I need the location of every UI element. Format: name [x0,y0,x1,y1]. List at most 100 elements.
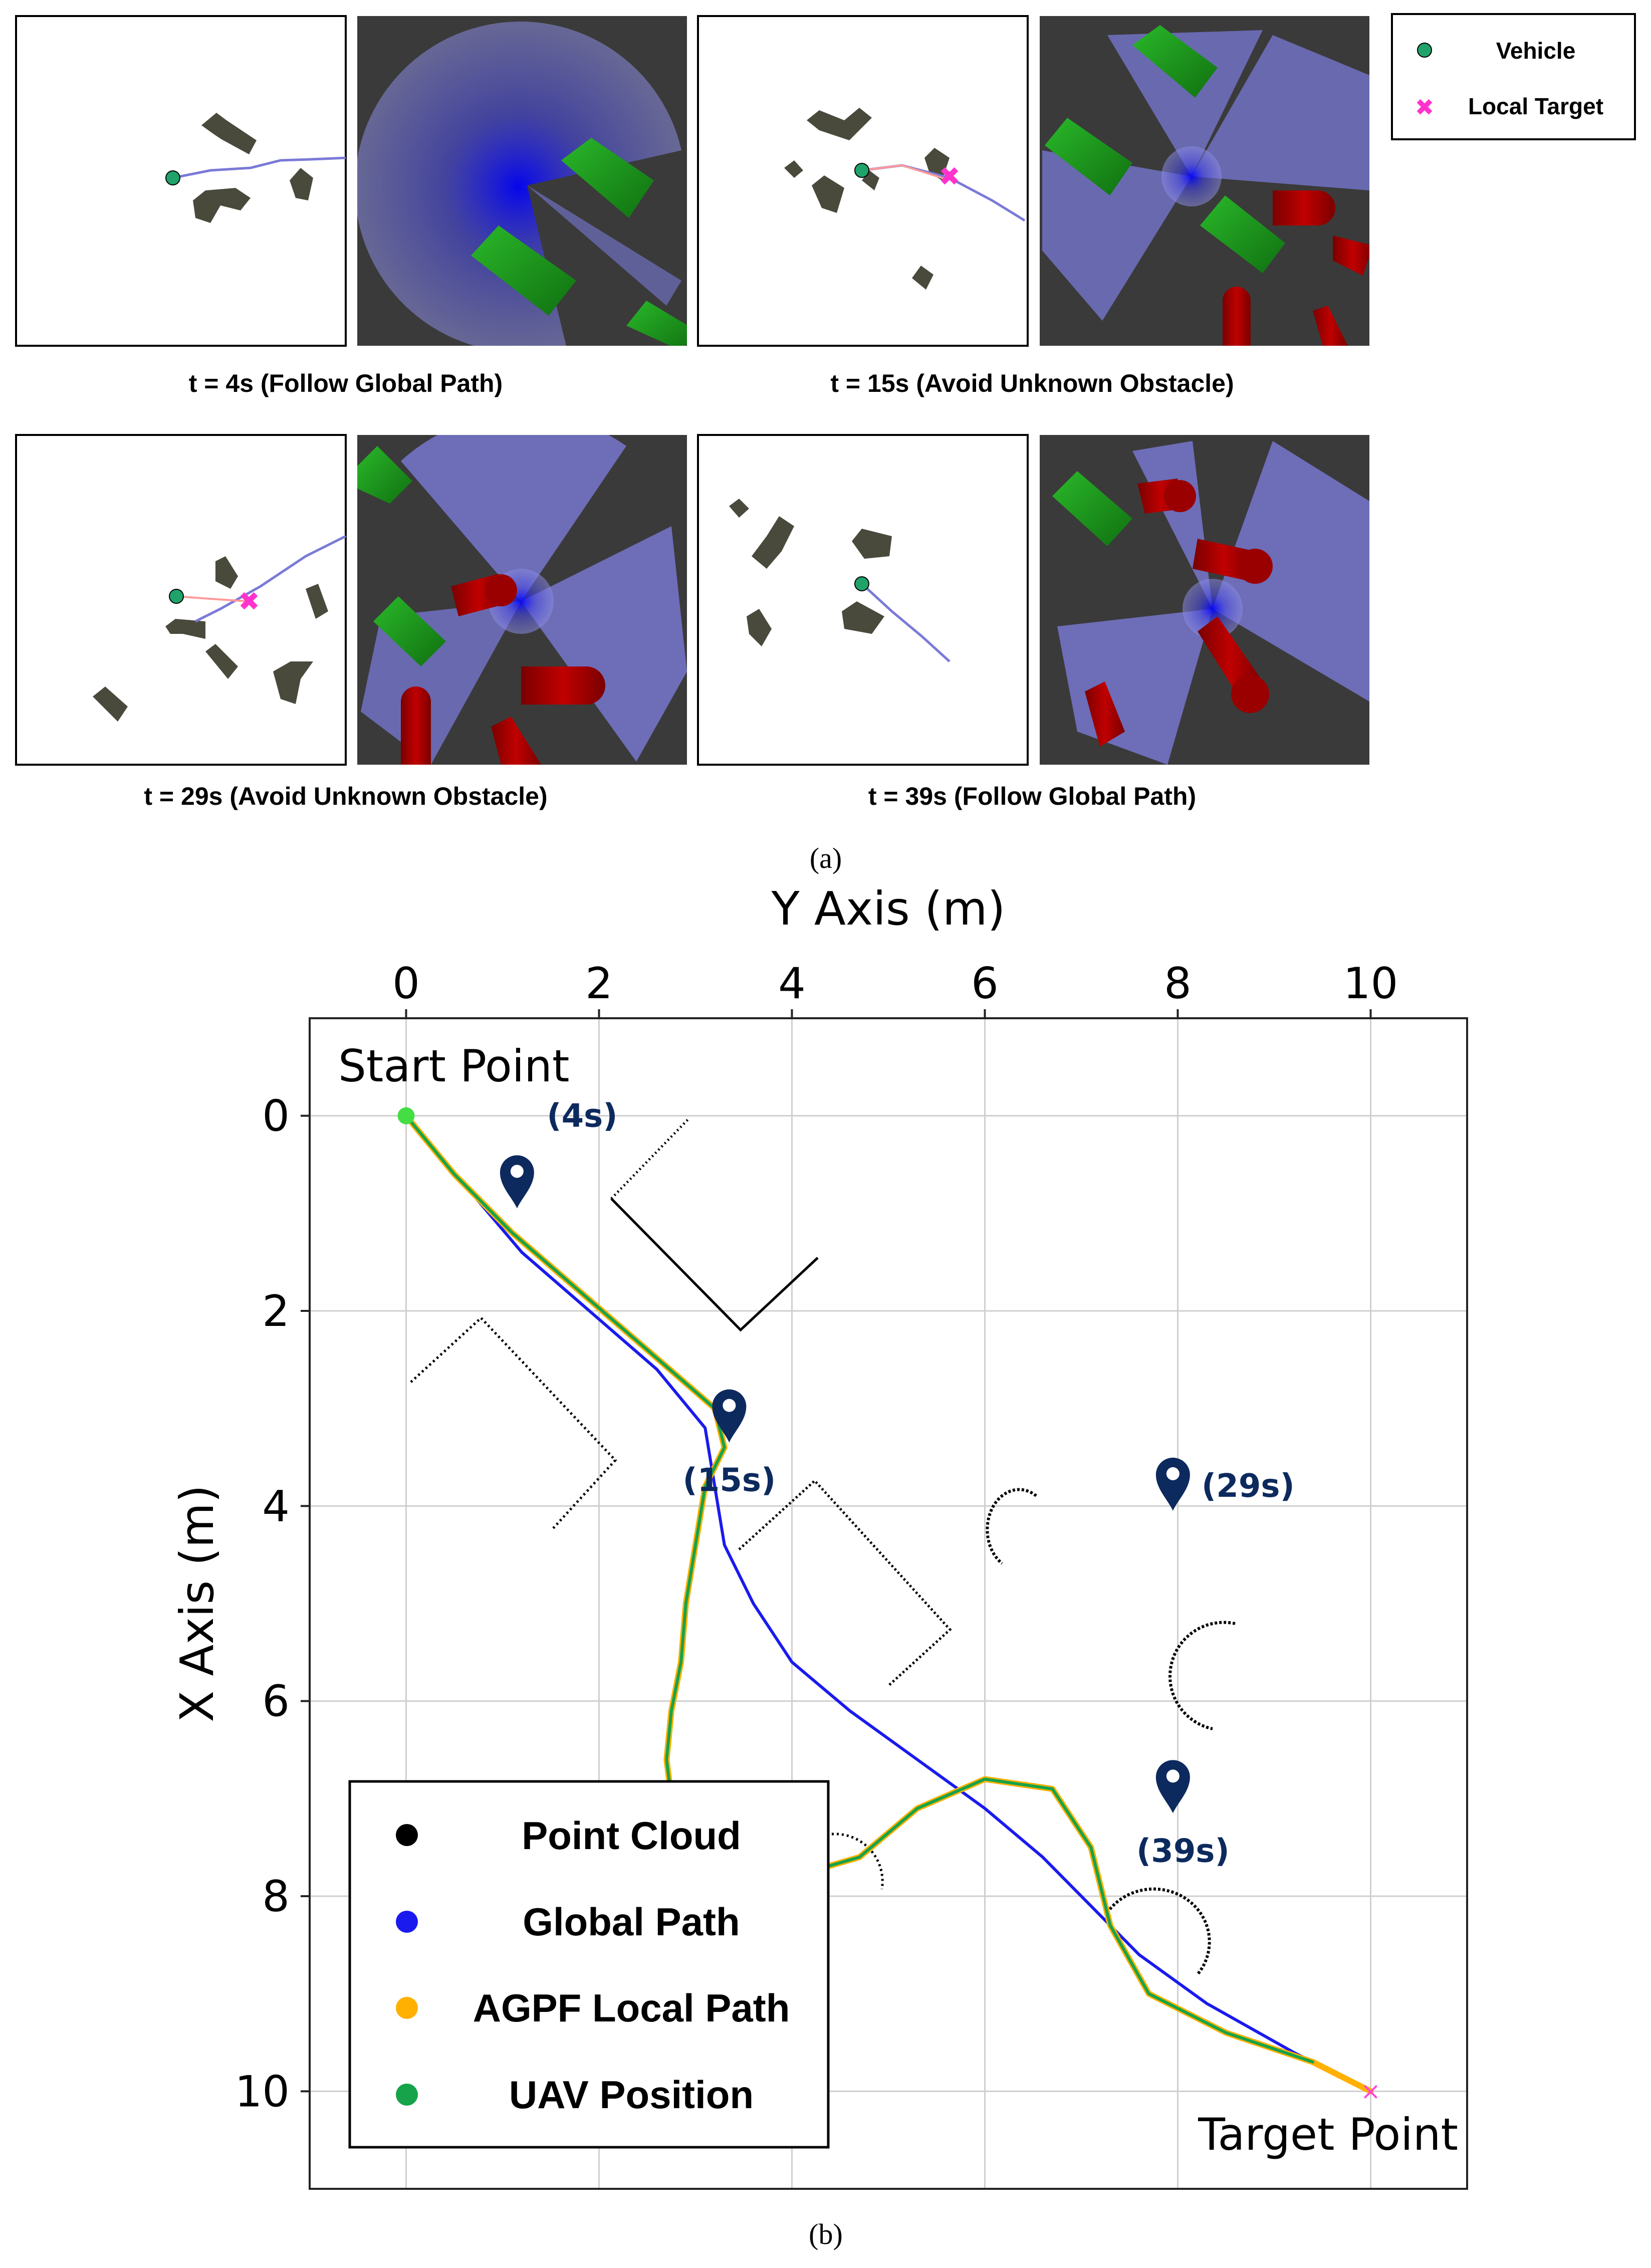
box-obstacle [1052,471,1132,546]
time-marker-label: (29s) [1202,1468,1295,1505]
map-obstacles [193,113,313,223]
map-global-path [861,583,951,662]
sensor-fov [357,22,681,346]
location-pin-icon [500,1155,534,1209]
time-marker-pin: (29s) [1155,1457,1295,1511]
legend-agpf-local-path: AGPF Local Path [473,1986,790,2030]
box-obstacle [471,225,576,316]
box-obstacle [561,138,654,218]
box-obstacle [373,596,446,666]
x-tick-label: 8 [1164,959,1192,1009]
x-tick-label: 4 [778,959,806,1009]
y-tick-label: 10 [235,2067,290,2117]
legend-vehicle-label: Vehicle [1496,38,1576,64]
legend-local-target-label: Local Target [1468,93,1603,119]
panel-a: t = 4s (Follow Global Path) ✖ [15,13,1636,874]
local-target-legend-icon: ✖ [1415,94,1435,121]
global-path-line [404,1114,1372,2093]
global-path-legend-icon [396,1911,418,1933]
x-axis-label: Y Axis (m) [771,882,1006,936]
vehicle-marker [169,589,184,604]
cyl-obstacle [521,666,605,705]
sensor-fov [1213,441,1369,702]
legend-b: Point Cloud Global Path AGPF Local Path … [348,1780,830,2149]
frame-t39: t = 39s (Follow Global Path) [697,434,1369,810]
cyl-obstacle-top [1238,549,1273,584]
sensor-center [1183,579,1243,639]
local-target-marker: ✖ [938,162,961,192]
frame-t4: t = 4s (Follow Global Path) [15,15,687,397]
cyl-obstacle-top [485,574,517,606]
cyl-obstacle [1223,287,1251,346]
cyl-obstacle [1085,682,1125,747]
point-cloud [410,1117,1236,1975]
box-obstacle [1045,118,1132,195]
sensor-fov-ray [527,185,681,306]
cyl-obstacle-top [1164,480,1196,512]
time-marker-label: (4s) [547,1097,617,1135]
start-point-label: Start Point [338,1040,569,1092]
panel-a-label: (a) [810,842,842,874]
location-pin-icon [1155,1760,1190,1813]
legend-point-cloud: Point Cloud [522,1813,741,1858]
agpf-local-path-legend-icon [396,1997,418,2019]
cyl-obstacle [491,717,541,765]
box-obstacle [357,446,412,504]
x-tick-label: 0 [392,959,420,1009]
map-local-path [176,595,249,602]
y-tick-label: 8 [262,1872,290,1922]
map-global-path [172,156,346,179]
time-markers: (4s) (15s) (29s) (39s) [500,1097,1295,1870]
legend-global-path: Global Path [523,1900,740,1944]
local-target-marker: ✖ [238,587,260,617]
frame-caption: t = 4s (Follow Global Path) [189,369,503,397]
vehicle-marker [854,576,869,591]
cyl-obstacle-top [1231,675,1269,713]
sensor-fov [401,435,626,601]
cyl-obstacle [1313,306,1348,346]
cyl-obstacle [1273,190,1335,225]
time-marker-pin: (15s) [683,1389,776,1499]
frame-t29: ✖ t = 29s (Avoid Unknown Obstacle) [15,434,687,810]
point-cloud-legend-icon [396,1824,418,1846]
uav-position-legend-icon [396,2084,418,2106]
legend-box [348,1780,830,2149]
occupancy-map [697,434,1029,766]
x-tick-label: 2 [585,959,613,1009]
legend-a: Vehicle ✖ Local Target [1391,13,1636,140]
sensor-fov [521,526,687,762]
frame-caption: t = 29s (Avoid Unknown Obstacle) [144,782,547,810]
time-marker-pin: (39s) [1136,1760,1230,1870]
map-obstacles [93,556,328,722]
map-local-path [861,164,948,180]
vehicle-marker [854,163,869,178]
sensor-fov [1192,35,1369,190]
box-obstacle [626,301,687,346]
legend-uav-position: UAV Position [509,2073,754,2117]
location-pin-icon [712,1389,747,1443]
vehicle-legend-icon [1417,43,1432,58]
vehicle-marker [165,170,180,185]
y-tick-label: 0 [262,1091,290,1142]
y-tick-label: 2 [262,1286,290,1336]
map-global-path [194,535,347,623]
time-marker-label: (15s) [683,1462,776,1499]
plot-frame [309,1017,1468,2190]
x-tick-label: 10 [1343,959,1398,1009]
time-marker-label: (39s) [1136,1833,1230,1870]
target-point-marker: × [1360,2077,1380,2105]
frame-caption: t = 15s (Avoid Unknown Obstacle) [830,369,1234,397]
series-layer: × [397,1107,1381,2105]
sensor-fov [1107,30,1263,176]
cyl-obstacle [401,687,431,765]
frame-t15: ✖ t = 15s (Avoid Unknown [697,15,1369,397]
grid [310,1018,1467,2189]
location-pin-icon [1155,1457,1190,1511]
panel-b-label: (b) [809,2218,843,2250]
frame-caption: t = 39s (Follow Global Path) [868,782,1196,810]
sensor-fov [1042,150,1192,321]
sensor-center [1161,146,1222,206]
